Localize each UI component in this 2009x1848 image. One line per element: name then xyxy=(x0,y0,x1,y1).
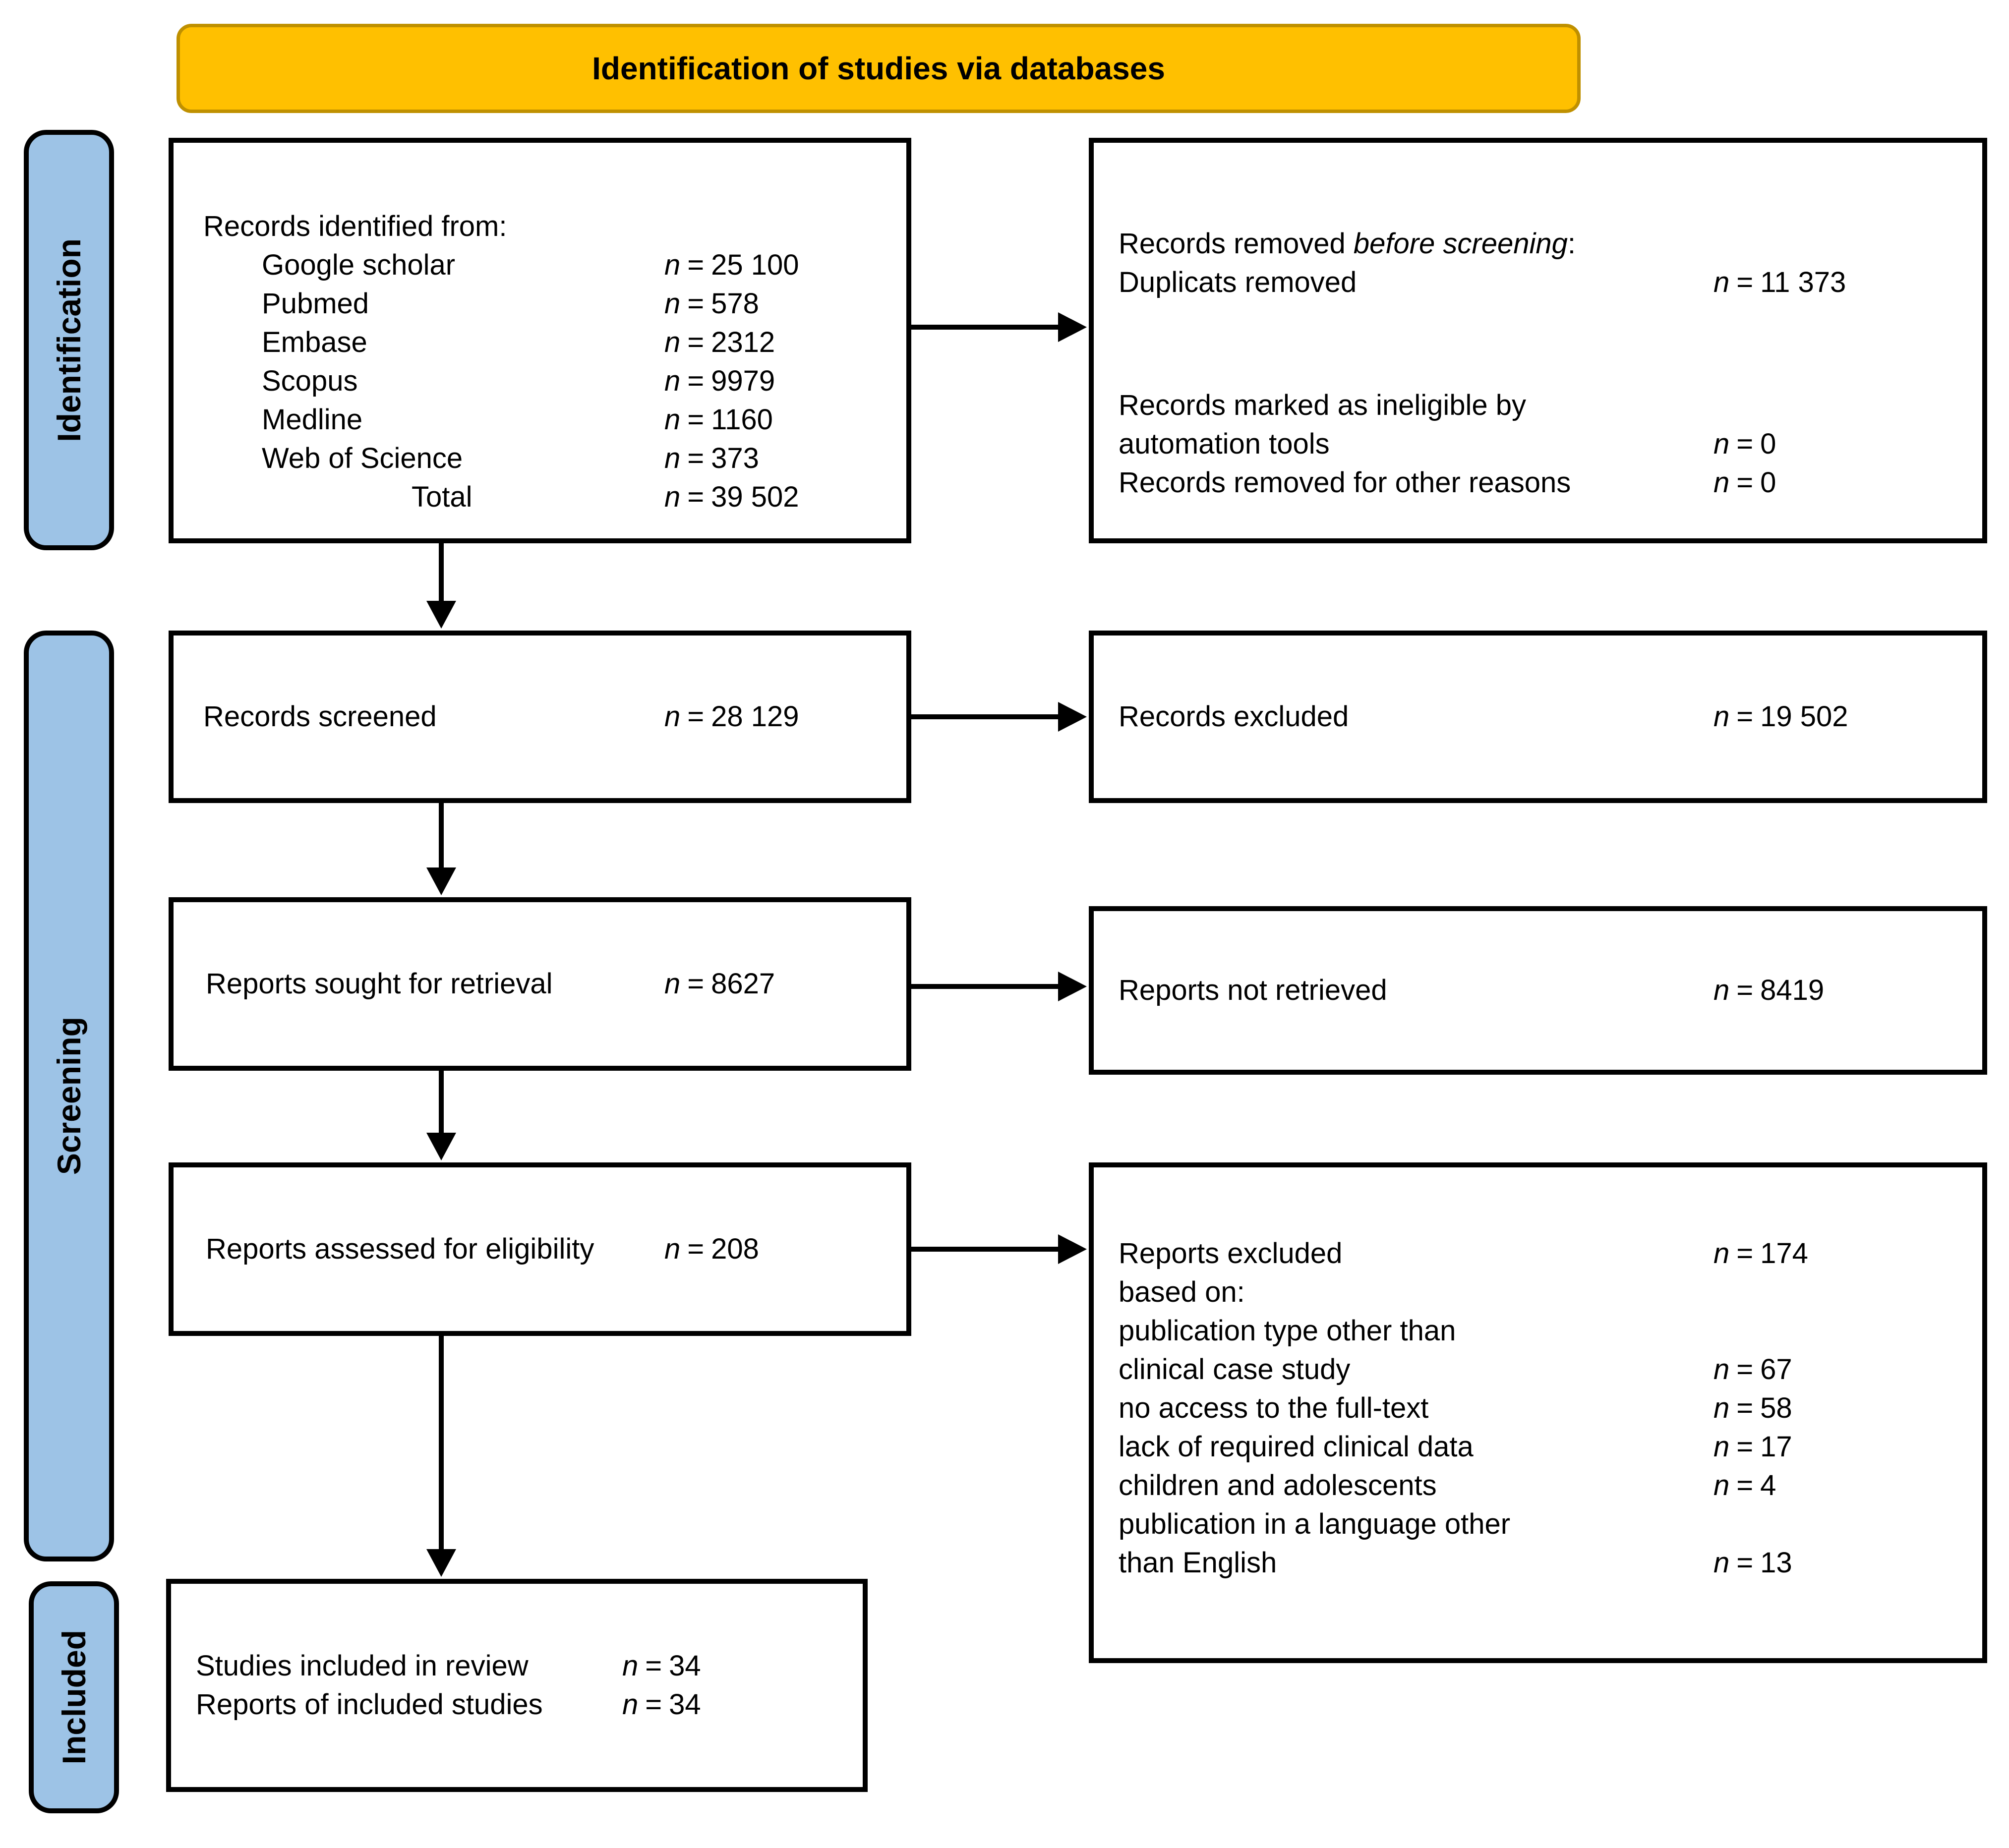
records-removed-heading: Records removed before screening: xyxy=(1119,228,1576,260)
db-row-medline: Medline n=1160 xyxy=(262,404,773,436)
records-identified-heading: Records identified from: xyxy=(203,210,507,242)
excl-row-children: children and adolescents n=4 xyxy=(1119,1469,1776,1502)
included-row-studies: Studies included in review n=34 xyxy=(196,1650,701,1682)
box-records-identified: Records identified from: Google scholar … xyxy=(169,138,911,543)
excl-row-no-access: no access to the full-text n=58 xyxy=(1119,1392,1792,1424)
excl-row-language-2: than English n=13 xyxy=(1119,1547,1792,1579)
box-reports-not-retrieved: Reports not retrieved n=8419 xyxy=(1089,906,1987,1075)
banner: Identification of studies via databases xyxy=(177,24,1581,113)
box-reports-sought: Reports sought for retrieval n=8627 xyxy=(169,897,911,1071)
box-reports-excluded: Reports excluded n=174 based on: publica… xyxy=(1089,1162,1987,1663)
box-studies-included: Studies included in review n=34 Reports … xyxy=(166,1579,868,1792)
db-row-web-of-science: Web of Science n=373 xyxy=(262,442,759,474)
box-reports-assessed: Reports assessed for eligibility n=208 xyxy=(169,1162,911,1336)
db-row-google-scholar: Google scholar n=25 100 xyxy=(262,249,799,281)
excl-row-header: Reports excluded n=174 xyxy=(1119,1237,1808,1270)
box-records-removed: Records removed before screening: Duplic… xyxy=(1089,138,1987,543)
stage-screening-label: Screening xyxy=(51,1017,87,1175)
db-row-pubmed: Pubmed n=578 xyxy=(262,288,759,320)
box-records-screened: Records screened n=28 129 xyxy=(169,631,911,803)
stage-included-label: Included xyxy=(56,1630,92,1765)
stage-included: Included xyxy=(29,1581,119,1813)
db-row-scopus: Scopus n=9979 xyxy=(262,365,775,397)
removed-row-automation-2: automation tools n=0 xyxy=(1119,428,1776,460)
excl-row-pubtype-2: clinical case study n=67 xyxy=(1119,1353,1792,1386)
db-row-total: Total n=39 502 xyxy=(412,481,799,513)
box-records-excluded: Records excluded n=19 502 xyxy=(1089,631,1987,803)
removed-row-duplicates: Duplicats removed n=11 373 xyxy=(1119,266,1846,298)
stage-identification-label: Identification xyxy=(51,238,87,442)
included-row-reports: Reports of included studies n=34 xyxy=(196,1688,701,1721)
stage-identification: Identification xyxy=(24,130,114,550)
stage-screening: Screening xyxy=(24,631,114,1561)
excl-row-language-1: publication in a language other xyxy=(1119,1508,1511,1540)
db-row-embase: Embase n=2312 xyxy=(262,326,775,358)
excl-row-lack-data: lack of required clinical data n=17 xyxy=(1119,1431,1792,1463)
excl-row-pubtype-1: publication type other than xyxy=(1119,1315,1456,1347)
excl-row-based-on: based on: xyxy=(1119,1276,1245,1308)
banner-title: Identification of studies via databases xyxy=(592,51,1165,86)
removed-row-automation-1: Records marked as ineligible by xyxy=(1119,389,1527,421)
removed-row-other-reasons: Records removed for other reasons n=0 xyxy=(1119,466,1776,499)
